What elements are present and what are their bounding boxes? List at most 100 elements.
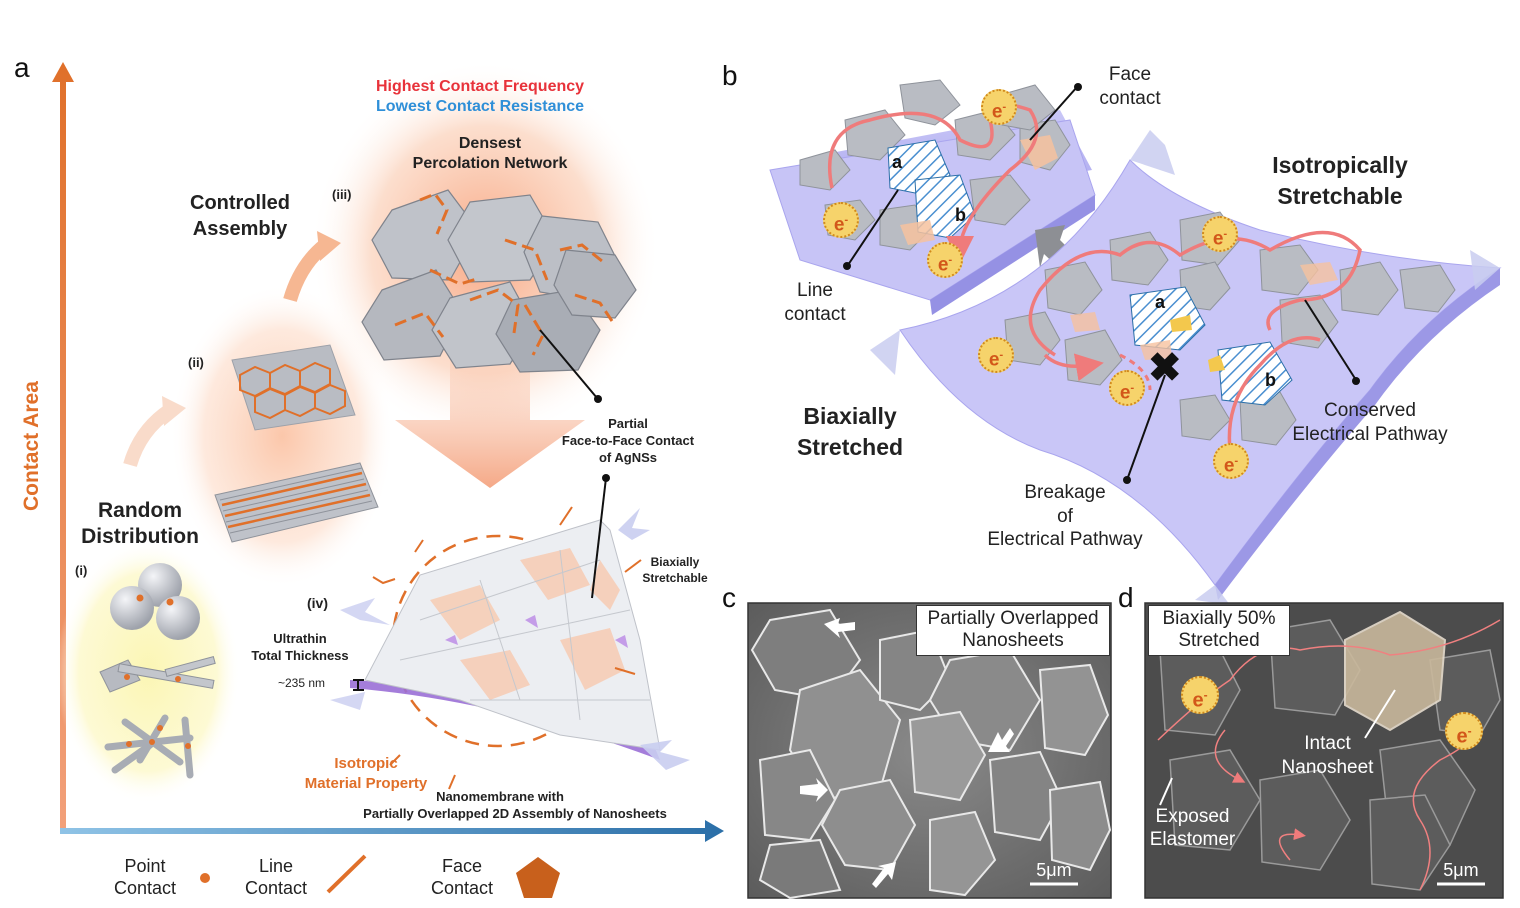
face-contact-label-1: Face [1108, 64, 1152, 85]
isotropic-label-1: Isotropically [1272, 152, 1408, 178]
partial-label-3: of AgNSs [598, 450, 658, 465]
electron-badge: e- [1109, 370, 1145, 406]
legend-face-1: Face [441, 856, 483, 876]
stretch-arrows [870, 130, 1500, 605]
isotropic-label-2: Material Property [304, 775, 428, 792]
ultrathin-label-1: Ultrathin [273, 631, 327, 646]
partial-label-1: Partial [608, 416, 648, 431]
isotropic-label-2: Stretchable [1277, 183, 1403, 209]
exposed-label-2: Elastomer [1149, 829, 1236, 850]
sheet-b-label-big: b [1265, 370, 1276, 390]
legend-line-mark [326, 854, 367, 894]
stage-iv: (iv) [307, 595, 328, 611]
nanomembrane [350, 519, 661, 760]
panel-a-art [52, 60, 724, 898]
sem-c-sheets [750, 608, 1112, 900]
ultrathin-label-2: Total Thickness [251, 648, 349, 663]
stage-i: (i) [75, 563, 88, 578]
panel-b-art [769, 79, 1502, 605]
controlled-label-1: Controlled [190, 192, 290, 214]
break-mark: ✖ [1148, 346, 1182, 390]
panel-c-scale: 5μm [1036, 860, 1072, 880]
biaxial-label-1: Biaxially [650, 555, 700, 569]
panel-letter-c: c [722, 582, 736, 613]
panel-d-scale: 5μm [1443, 860, 1479, 880]
densest-label-2: Percolation Network [412, 155, 568, 172]
stage-ii: (ii) [188, 355, 204, 370]
aligned-rods [214, 462, 379, 543]
flakes [99, 656, 216, 693]
sheet-b-label-small: b [955, 205, 966, 225]
honeycomb-sheet [231, 344, 356, 431]
thickness-label: ~235 nm [278, 676, 326, 690]
big-sheets [1004, 211, 1456, 446]
panel-letter-a: a [14, 52, 30, 83]
panel-c-art [747, 602, 1112, 900]
partial-label-2: Face-to-Face Contact [561, 433, 695, 448]
breakage-label-2: of [1057, 506, 1073, 527]
y-axis-label: Contact Area [19, 381, 43, 512]
sheet-a-label-small: a [892, 152, 903, 172]
legend-point-mark [200, 873, 210, 883]
electron-badge: e- [1445, 712, 1483, 750]
panel-c-caption: Partially Overlapped Nanosheets [916, 605, 1110, 656]
spheres [110, 563, 200, 640]
panel-c-caption-1: Partially Overlapped [927, 608, 1099, 629]
intact-label-2: Nanosheet [1281, 757, 1374, 778]
sheet-b-big [1217, 341, 1293, 406]
lowest-resistance-label: Lowest Contact Resistance [376, 98, 585, 115]
random-label-1: Random [98, 499, 182, 522]
small-pathway [827, 102, 1039, 264]
electron-badge: e- [1202, 216, 1238, 252]
biaxial-label-2: Stretchable [642, 571, 708, 585]
pointer-iv [591, 477, 607, 599]
densest-contacts [394, 192, 614, 356]
electron-badge: e- [823, 202, 859, 238]
biaxial-arrow [618, 508, 650, 540]
stage-iii: (iii) [332, 187, 352, 202]
panel-d-caption-2: Stretched [1178, 630, 1260, 652]
legend-line-2: Contact [244, 878, 308, 898]
panel-c-caption-2: Nanosheets [962, 630, 1064, 652]
down-arrow [395, 360, 585, 488]
conserved-label-2: Electrical Pathway [1292, 424, 1448, 445]
isotropic-label-1: Isotropic [334, 755, 398, 772]
electron-badge: e- [981, 89, 1017, 125]
nanomembrane-label-2: Partially Overlapped 2D Assembly of Nano… [363, 806, 667, 821]
nanomembrane-label-1: Nanomembrane with [436, 789, 564, 804]
intact-label-1: Intact [1304, 733, 1351, 754]
pointer-iii [539, 329, 598, 399]
electron-badge: e- [978, 337, 1014, 373]
panel-d-caption: Biaxially 50% Stretched [1148, 605, 1290, 656]
electron-badge: e- [1181, 676, 1219, 714]
face-contact-label-2: contact [1099, 88, 1161, 109]
panel-letter-d: d [1118, 582, 1134, 613]
biaxially-label-1: Biaxially [803, 403, 897, 429]
legend-face-mark [516, 857, 560, 898]
line-contact-label-1: Line [797, 280, 833, 301]
random-label-2: Distribution [81, 525, 199, 548]
panel-letter-b: b [722, 60, 738, 91]
breakage-label-3: Electrical Pathway [987, 529, 1143, 550]
y-axis-arrow [52, 62, 74, 832]
panel-d-caption-1: Biaxially 50% [1162, 608, 1276, 629]
intact-nanosheet [1344, 610, 1447, 732]
breakage-label-1: Breakage [1024, 482, 1106, 503]
line-contact-label-2: contact [784, 304, 846, 325]
highest-contact-label: Highest Contact Frequency [376, 78, 585, 95]
legend-point-2: Contact [113, 878, 177, 898]
densest-label-1: Densest [458, 135, 522, 152]
biaxially-label-2: Stretched [796, 434, 904, 460]
stretch-marks [372, 506, 642, 790]
controlled-label-2: Assembly [192, 218, 288, 240]
sheet-a-big [1129, 286, 1206, 351]
exposed-label-1: Exposed [1155, 806, 1230, 827]
legend-line-1: Line [258, 856, 294, 876]
conserved-label-1: Conserved [1324, 400, 1416, 421]
legend-face-2: Contact [430, 878, 494, 898]
sem-c-arrows [800, 618, 1014, 888]
electron-badge: e- [927, 242, 963, 278]
electron-badge: e- [1213, 443, 1249, 479]
